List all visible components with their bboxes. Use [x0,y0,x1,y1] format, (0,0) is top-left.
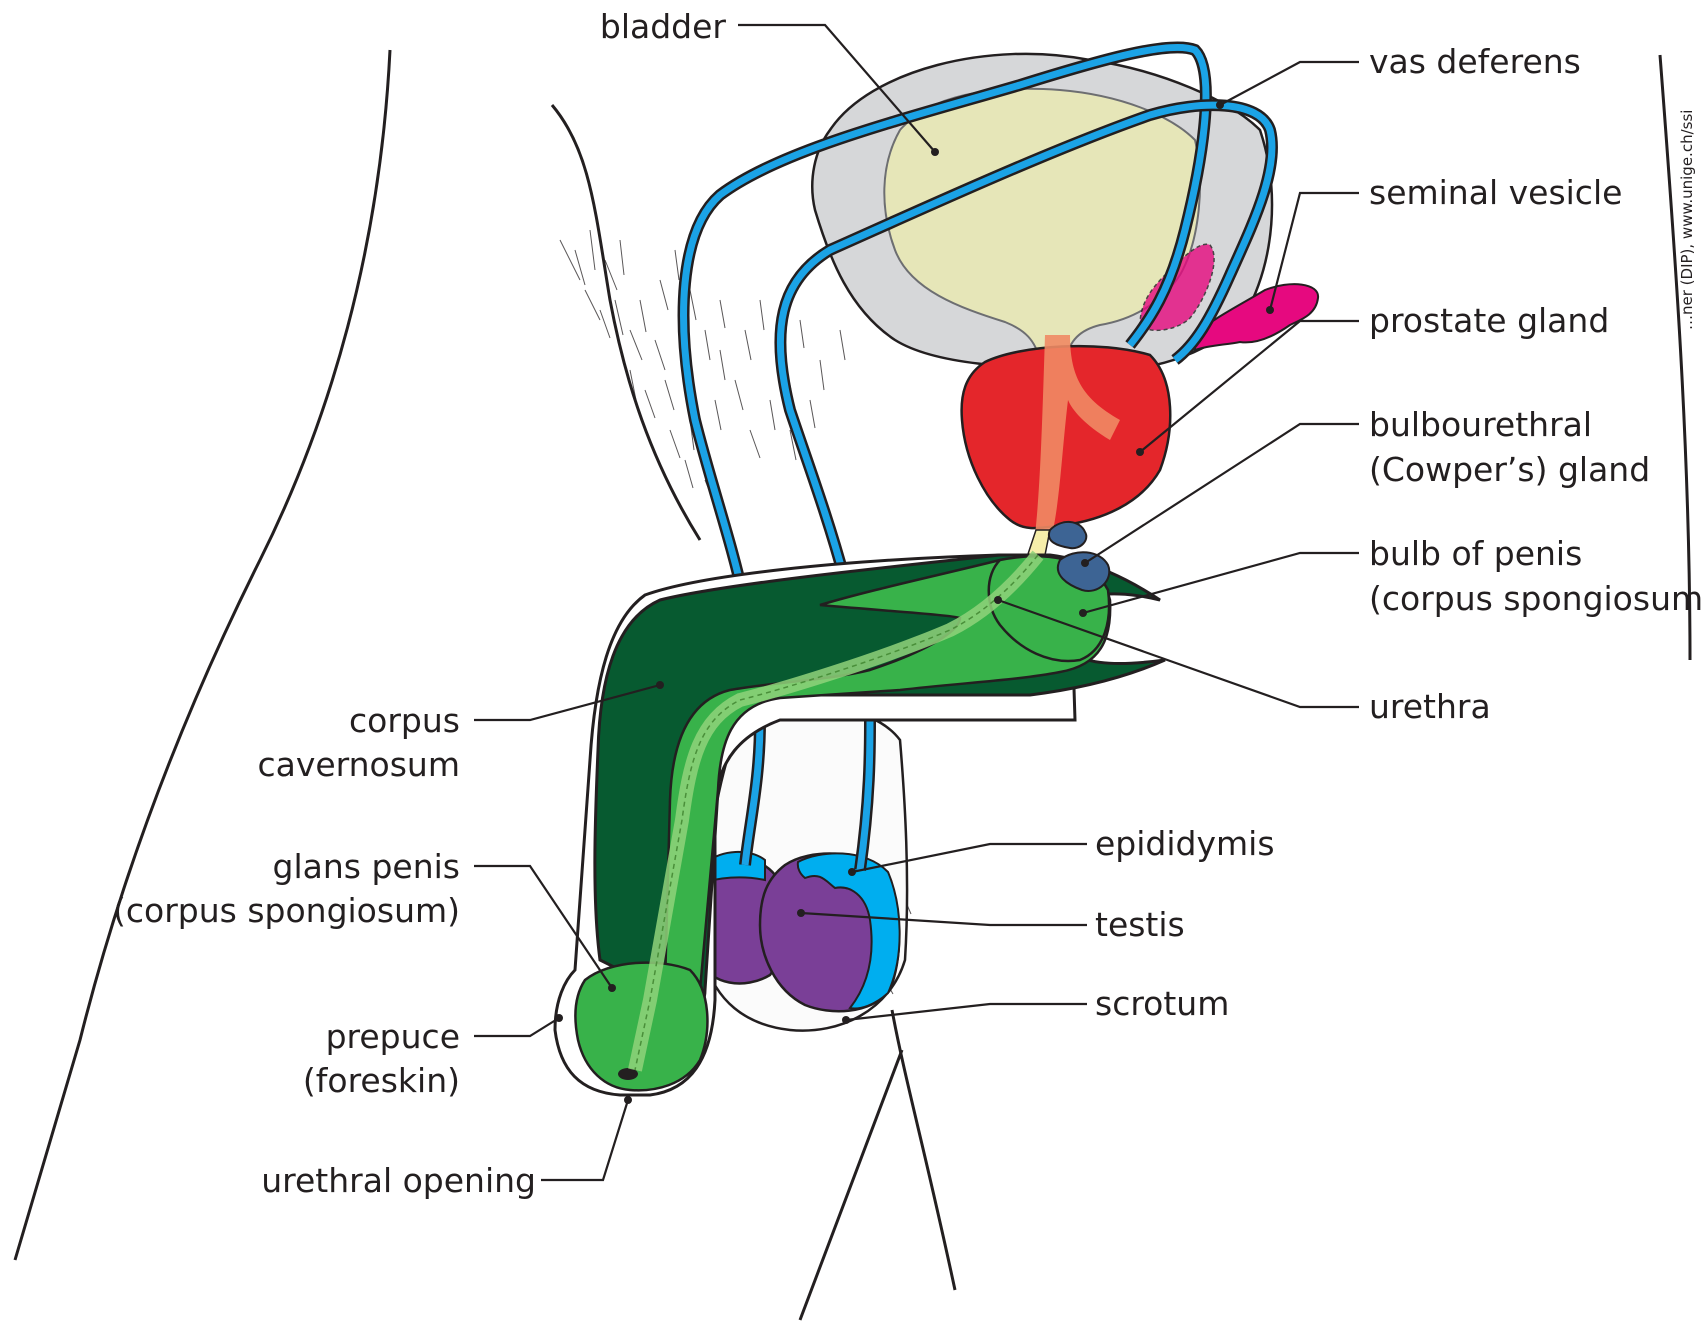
label-bulb-of-penis-line1: bulb of penis [1369,534,1582,573]
label-corpus-cavernosum-line1: corpus [349,701,460,740]
label-scrotum: scrotum [1095,984,1229,1023]
label-prepuce-line1: prepuce [326,1017,460,1056]
label-prostate-gland: prostate gland [1369,301,1609,340]
credit-text: …ner (DIP), www.unige.ch/ssi [1678,110,1696,330]
label-urethral-opening: urethral opening [261,1161,536,1200]
label-seminal-vesicle: seminal vesicle [1369,173,1622,212]
label-corpus-cavernosum-line2: cavernosum [257,745,460,784]
label-bulbourethral-line1: bulbourethral [1369,405,1592,444]
label-vas-deferens: vas deferens [1369,42,1581,81]
label-epididymis: epididymis [1095,824,1275,863]
label-glans-penis-line2: (corpus spongiosum) [113,891,460,930]
label-bulbourethral-line2: (Cowper’s) gland [1369,450,1650,489]
label-bulb-of-penis-line2: (corpus spongiosum) [1369,579,1704,618]
label-testis: testis [1095,905,1185,944]
label-urethra: urethra [1369,687,1491,726]
label-glans-penis-line1: glans penis [273,847,460,886]
label-bladder: bladder [600,7,727,46]
label-prepuce-line2: (foreskin) [303,1061,460,1100]
bulbourethral-gland [1049,522,1086,548]
